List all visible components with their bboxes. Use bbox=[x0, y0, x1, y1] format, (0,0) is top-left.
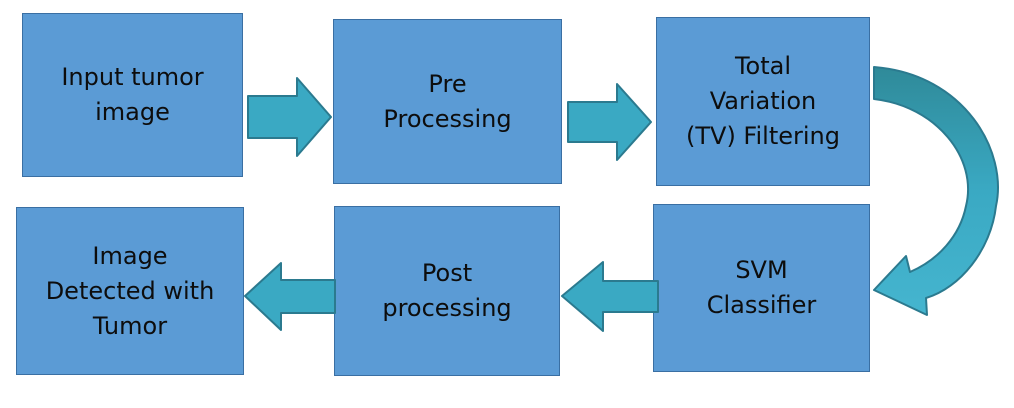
node-image-detected-with-tumor: Image Detected with Tumor bbox=[16, 207, 244, 375]
node-post-processing: Post processing bbox=[334, 206, 560, 376]
node-tv-filtering: Total Variation (TV) Filtering bbox=[656, 17, 870, 186]
arrow-input-to-pre-icon bbox=[247, 77, 332, 157]
node-input-tumor-image: Input tumor image bbox=[22, 13, 243, 177]
arrow-svm-to-post-icon bbox=[561, 261, 659, 332]
arrow-tv-to-svm-curved-icon bbox=[873, 66, 999, 316]
arrow-post-to-output-icon bbox=[244, 262, 336, 331]
arrow-pre-to-tv-icon bbox=[567, 83, 652, 161]
node-svm-classifier: SVM Classifier bbox=[653, 204, 870, 372]
node-pre-processing: Pre Processing bbox=[333, 19, 562, 184]
